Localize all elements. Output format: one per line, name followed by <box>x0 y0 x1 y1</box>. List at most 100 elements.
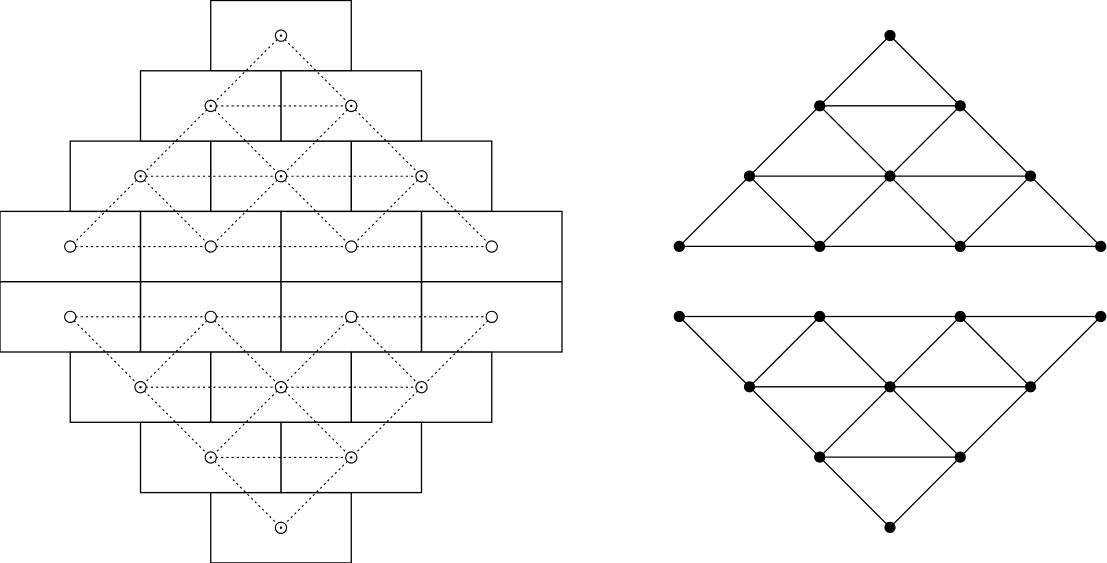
graph-edge <box>749 175 821 247</box>
graph-edge <box>819 386 891 458</box>
graph-edge <box>959 175 1031 247</box>
graph-vertex <box>814 310 826 323</box>
dual-vertex-circle <box>204 310 217 323</box>
upper-triangular-graph <box>673 29 1107 252</box>
dual-vertex-center-dot <box>420 385 423 389</box>
dual-edge <box>140 386 212 458</box>
graph-edge <box>819 105 891 177</box>
dual-edge <box>350 386 422 458</box>
dual-edge <box>210 105 282 177</box>
graph-edge <box>678 175 750 247</box>
graph-vertex <box>814 451 826 463</box>
dual-vertex-circle <box>345 310 358 323</box>
tiling-cells <box>0 0 563 563</box>
dual-edge <box>210 175 282 247</box>
graph-vertex <box>954 100 966 112</box>
graph-vertex <box>884 521 896 534</box>
graph-edge <box>889 386 961 458</box>
dual-edge <box>280 386 352 458</box>
graph-edge <box>889 105 961 177</box>
dual-vertex-center-dot <box>139 385 142 389</box>
dual-vertex-circle <box>485 240 498 253</box>
dual-edge <box>350 316 422 388</box>
dual-edge <box>421 175 493 247</box>
graph-vertex <box>1024 170 1037 182</box>
dual-edge <box>210 386 282 458</box>
dual-edge <box>280 175 352 247</box>
graph-vertex <box>743 381 756 393</box>
dual-vertex-center-dot <box>279 34 283 37</box>
rectangle-tiling-figure <box>0 0 563 563</box>
dual-vertex-center-dot <box>420 175 423 178</box>
dual-vertex-center-dot <box>139 175 142 178</box>
graph-vertex <box>884 381 896 393</box>
dual-vertex-center-dot <box>350 456 353 459</box>
dual-edge <box>69 175 141 247</box>
dual-graph-vertices <box>64 29 498 534</box>
graph-edge <box>1030 175 1102 247</box>
dual-vertex-circle <box>345 240 358 253</box>
dual-edge <box>69 316 141 388</box>
graph-edge <box>749 316 821 388</box>
dual-vertex-circle <box>485 310 498 323</box>
triangular-graphs-figure <box>673 29 1107 534</box>
dual-vertex-circle <box>64 310 77 323</box>
dual-edge <box>350 105 422 177</box>
dual-edge <box>421 316 493 388</box>
dual-edge <box>140 105 212 177</box>
dual-vertex-center-dot <box>279 526 283 529</box>
graph-edge <box>889 35 961 107</box>
graph-edge <box>749 105 821 177</box>
dual-vertex-circle <box>64 240 77 253</box>
graph-vertex <box>814 240 826 252</box>
graph-edge <box>819 316 891 388</box>
graph-edge <box>959 105 1031 177</box>
dual-edge <box>140 175 212 247</box>
graph-edge <box>1030 316 1102 388</box>
graph-edge <box>678 316 750 388</box>
dual-edge <box>210 457 282 529</box>
lower-triangular-graph <box>673 310 1107 534</box>
upper-graph-vertices <box>673 29 1107 252</box>
graph-vertex <box>814 100 826 112</box>
dual-edge <box>280 35 352 107</box>
dual-edge <box>280 316 352 388</box>
graph-edge <box>959 386 1031 458</box>
graph-vertex <box>1095 310 1107 323</box>
graph-edge <box>889 175 961 247</box>
graph-edge <box>889 316 961 388</box>
dual-vertex-center-dot <box>350 104 353 108</box>
graph-edge <box>889 456 961 528</box>
dual-edge <box>210 316 282 388</box>
dual-edge <box>140 316 212 388</box>
dual-edge <box>280 105 352 177</box>
lower-graph-vertices <box>673 310 1107 534</box>
graph-edge <box>749 386 821 458</box>
graph-vertex <box>1024 381 1037 393</box>
dual-edge <box>350 175 422 247</box>
graph-vertex <box>954 240 966 252</box>
graph-vertex <box>673 240 685 252</box>
graph-edge <box>819 456 891 528</box>
graph-edge <box>819 35 891 107</box>
graph-vertex <box>1095 240 1107 252</box>
dual-vertex-circle <box>204 240 217 253</box>
graph-vertex <box>954 310 966 323</box>
graph-edge <box>819 175 891 247</box>
lower-graph-edges <box>678 315 1102 528</box>
graph-edge <box>959 316 1031 388</box>
dual-edge <box>280 457 352 529</box>
dual-edge <box>210 35 282 107</box>
dual-vertex-center-dot <box>209 104 212 108</box>
graph-vertex <box>884 29 896 42</box>
graph-vertex <box>954 451 966 463</box>
graph-vertex <box>673 310 685 323</box>
graph-vertex <box>743 170 756 182</box>
dual-graph-edges <box>69 35 493 529</box>
dual-vertex-center-dot <box>209 456 212 459</box>
upper-graph-edges <box>678 35 1102 248</box>
dual-vertex-center-dot <box>279 385 283 389</box>
graph-vertex <box>884 170 896 182</box>
dual-vertex-center-dot <box>279 175 283 178</box>
